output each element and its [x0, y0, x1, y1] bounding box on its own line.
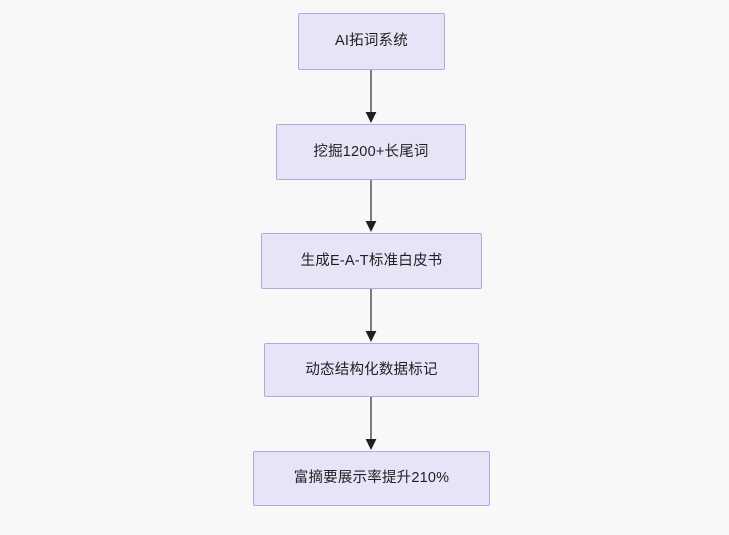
connector-arrow-3	[359, 289, 383, 343]
flow-node-generate-eat-whitepaper[interactable]: 生成E-A-T标准白皮书	[261, 233, 482, 289]
flow-node-label: 富摘要展示率提升210%	[293, 470, 450, 487]
flow-node-label: 挖掘1200+长尾词	[313, 143, 429, 160]
flow-node-label: 生成E-A-T标准白皮书	[300, 252, 443, 269]
flow-node-label: 动态结构化数据标记	[305, 361, 438, 378]
flow-node-rich-snippet-impression-uplift[interactable]: 富摘要展示率提升210%	[253, 451, 490, 506]
flow-node-dynamic-structured-data-markup[interactable]: 动态结构化数据标记	[264, 343, 479, 397]
flow-node-ai-keyword-system[interactable]: AI拓词系统	[298, 13, 445, 70]
flow-node-label: AI拓词系统	[335, 33, 408, 50]
flow-node-mine-longtail-keywords[interactable]: 挖掘1200+长尾词	[276, 124, 466, 180]
connector-arrow-2	[359, 180, 383, 233]
connector-arrow-4	[359, 397, 383, 451]
connector-arrow-1	[359, 70, 383, 124]
